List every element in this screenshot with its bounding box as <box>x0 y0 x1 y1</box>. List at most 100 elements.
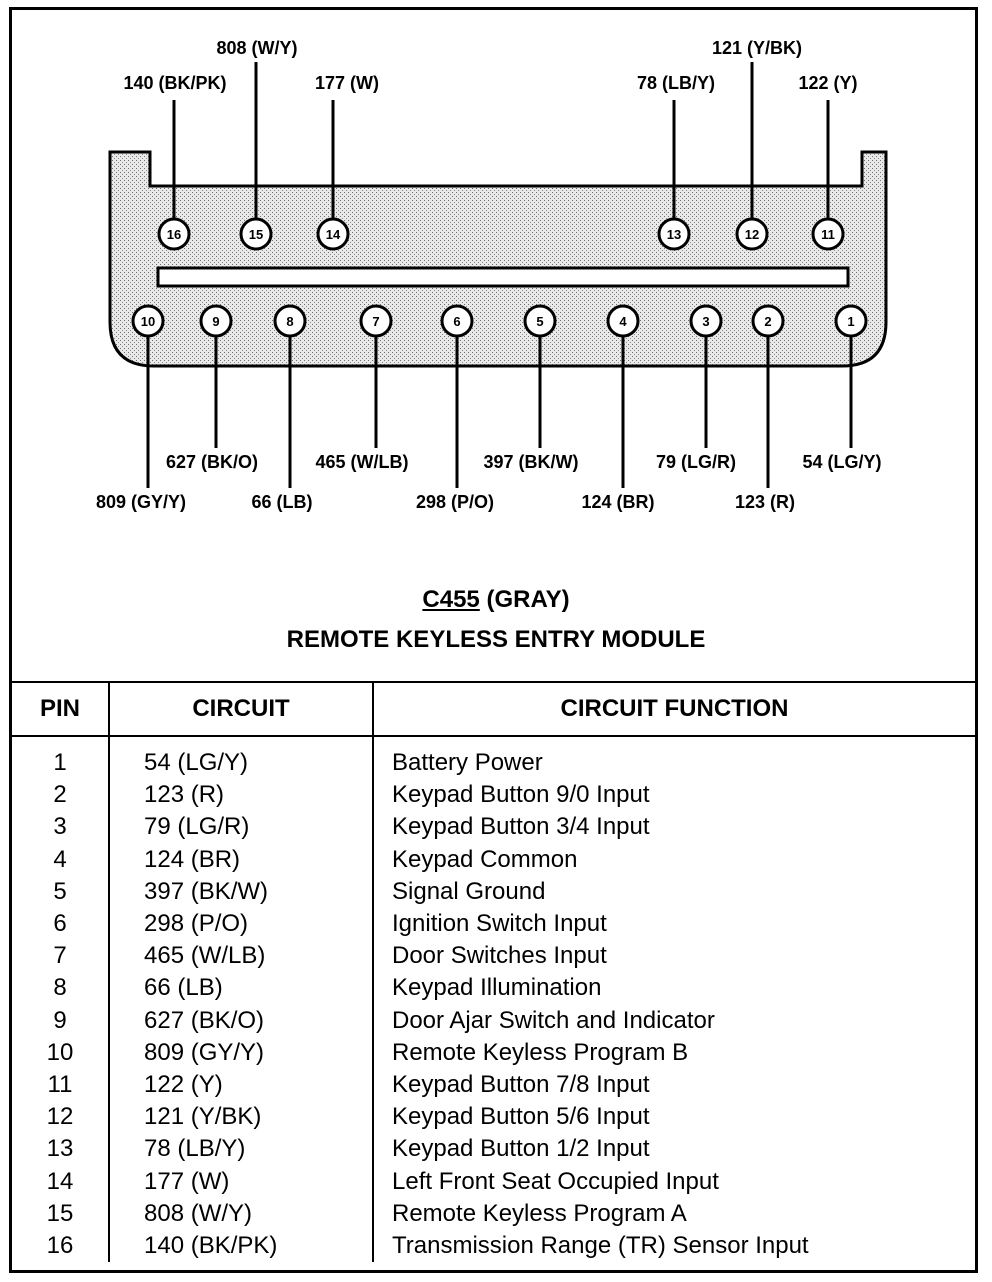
svg-text:8: 8 <box>286 314 293 329</box>
svg-text:4: 4 <box>619 314 627 329</box>
cell-circuit: 397 (BK/W) <box>109 875 374 908</box>
cell-pin: 2 <box>12 779 110 812</box>
cell-pin: 11 <box>12 1068 110 1102</box>
cell-pin: 16 <box>12 1229 110 1262</box>
cell-circuit: 140 (BK/PK) <box>109 1229 374 1262</box>
diagram-frame <box>9 7 978 1273</box>
pin-1-circle: 1 <box>834 304 868 338</box>
svg-text:14: 14 <box>326 227 341 242</box>
table-header-row: PIN CIRCUIT CIRCUIT FUNCTION <box>12 681 975 737</box>
connector-caption: C455 (GRAY) <box>0 586 992 614</box>
svg-text:10: 10 <box>141 314 155 329</box>
cell-function: Keypad Button 1/2 Input <box>392 1135 650 1163</box>
pin-16-circle: 16 <box>157 217 191 251</box>
svg-text:6: 6 <box>453 314 460 329</box>
pin-6-circuit-label: 298 (P/O) <box>416 492 494 512</box>
cell-function: Door Ajar Switch and Indicator <box>392 1006 715 1034</box>
header-pin: PIN <box>12 681 110 737</box>
cell-function: Battery Power <box>392 749 543 777</box>
pin-10-circle: 10 <box>131 304 165 338</box>
connector-slot <box>156 266 850 288</box>
cell-pin: 12 <box>12 1101 110 1134</box>
pin-2-circuit-label: 123 (R) <box>735 492 795 512</box>
cell-pin: 9 <box>12 1004 110 1037</box>
connector-color: (GRAY) <box>486 586 570 613</box>
svg-text:15: 15 <box>249 227 263 242</box>
pin-11-circuit-label: 122 (Y) <box>798 73 857 93</box>
cell-function: Keypad Common <box>392 845 578 873</box>
cell-pin: 5 <box>12 875 110 908</box>
pin-9-circle: 9 <box>199 304 233 338</box>
svg-text:3: 3 <box>702 314 709 329</box>
pin-6-circle: 6 <box>440 304 474 338</box>
svg-text:1: 1 <box>847 314 854 329</box>
cell-circuit: 298 (P/O) <box>109 907 374 941</box>
pin-15-circuit-label: 808 (W/Y) <box>216 38 297 58</box>
cell-pin: 7 <box>12 940 110 973</box>
svg-text:2: 2 <box>764 314 771 329</box>
cell-function: Keypad Button 3/4 Input <box>392 813 650 841</box>
cell-circuit: 627 (BK/O) <box>109 1004 374 1037</box>
cell-circuit: 808 (W/Y) <box>109 1197 374 1230</box>
cell-circuit: 121 (Y/BK) <box>109 1101 374 1134</box>
cell-pin: 13 <box>12 1133 110 1166</box>
pin-15-circle: 15 <box>239 217 273 251</box>
module-title: REMOTE KEYLESS ENTRY MODULE <box>286 626 706 653</box>
cell-pin: 6 <box>12 907 110 941</box>
cell-function: Signal Ground <box>392 877 546 905</box>
header-circuit: CIRCUIT <box>109 681 374 737</box>
pin-14-circuit-label: 177 (W) <box>315 73 379 93</box>
pin-10-circuit-label: 809 (GY/Y) <box>96 492 186 512</box>
pin-4-circle: 4 <box>606 304 640 338</box>
pin-1-circuit-label: 54 (LG/Y) <box>802 452 881 472</box>
cell-pin: 1 <box>12 736 110 780</box>
svg-text:5: 5 <box>536 314 543 329</box>
header-function: CIRCUIT FUNCTION <box>373 681 975 737</box>
cell-pin: 14 <box>12 1165 110 1198</box>
connector-id: C455 <box>422 586 480 613</box>
pin-12-circuit-label: 121 (Y/BK) <box>712 38 802 58</box>
svg-text:13: 13 <box>667 227 681 242</box>
cell-function: Left Front Seat Occupied Input <box>392 1167 719 1195</box>
cell-circuit: 123 (R) <box>109 779 374 812</box>
pin-5-circle: 5 <box>523 304 557 338</box>
cell-circuit: 66 (LB) <box>109 972 374 1005</box>
pin-7-circuit-label: 465 (W/LB) <box>315 452 408 472</box>
cell-pin: 15 <box>12 1197 110 1230</box>
svg-text:16: 16 <box>167 227 181 242</box>
svg-text:12: 12 <box>745 227 759 242</box>
cell-function: Transmission Range (TR) Sensor Input <box>392 1231 809 1259</box>
pin-3-circuit-label: 79 (LG/R) <box>656 452 736 472</box>
pin-14-circle: 14 <box>316 217 350 251</box>
cell-pin: 4 <box>12 843 110 876</box>
cell-circuit: 122 (Y) <box>109 1068 374 1102</box>
cell-pin: 8 <box>12 972 110 1005</box>
cell-pin: 10 <box>12 1036 110 1069</box>
pin-11-circle: 11 <box>811 217 845 251</box>
cell-function: Ignition Switch Input <box>392 910 607 938</box>
cell-circuit: 809 (GY/Y) <box>109 1036 374 1069</box>
cell-function: Keypad Illumination <box>392 974 602 1002</box>
pin-7-circle: 7 <box>359 304 393 338</box>
cell-function: Keypad Button 7/8 Input <box>392 1070 650 1098</box>
pin-9-circuit-label: 627 (BK/O) <box>166 452 258 472</box>
pin-13-circle: 13 <box>657 217 691 251</box>
pin-5-circuit-label: 397 (BK/W) <box>483 452 578 472</box>
